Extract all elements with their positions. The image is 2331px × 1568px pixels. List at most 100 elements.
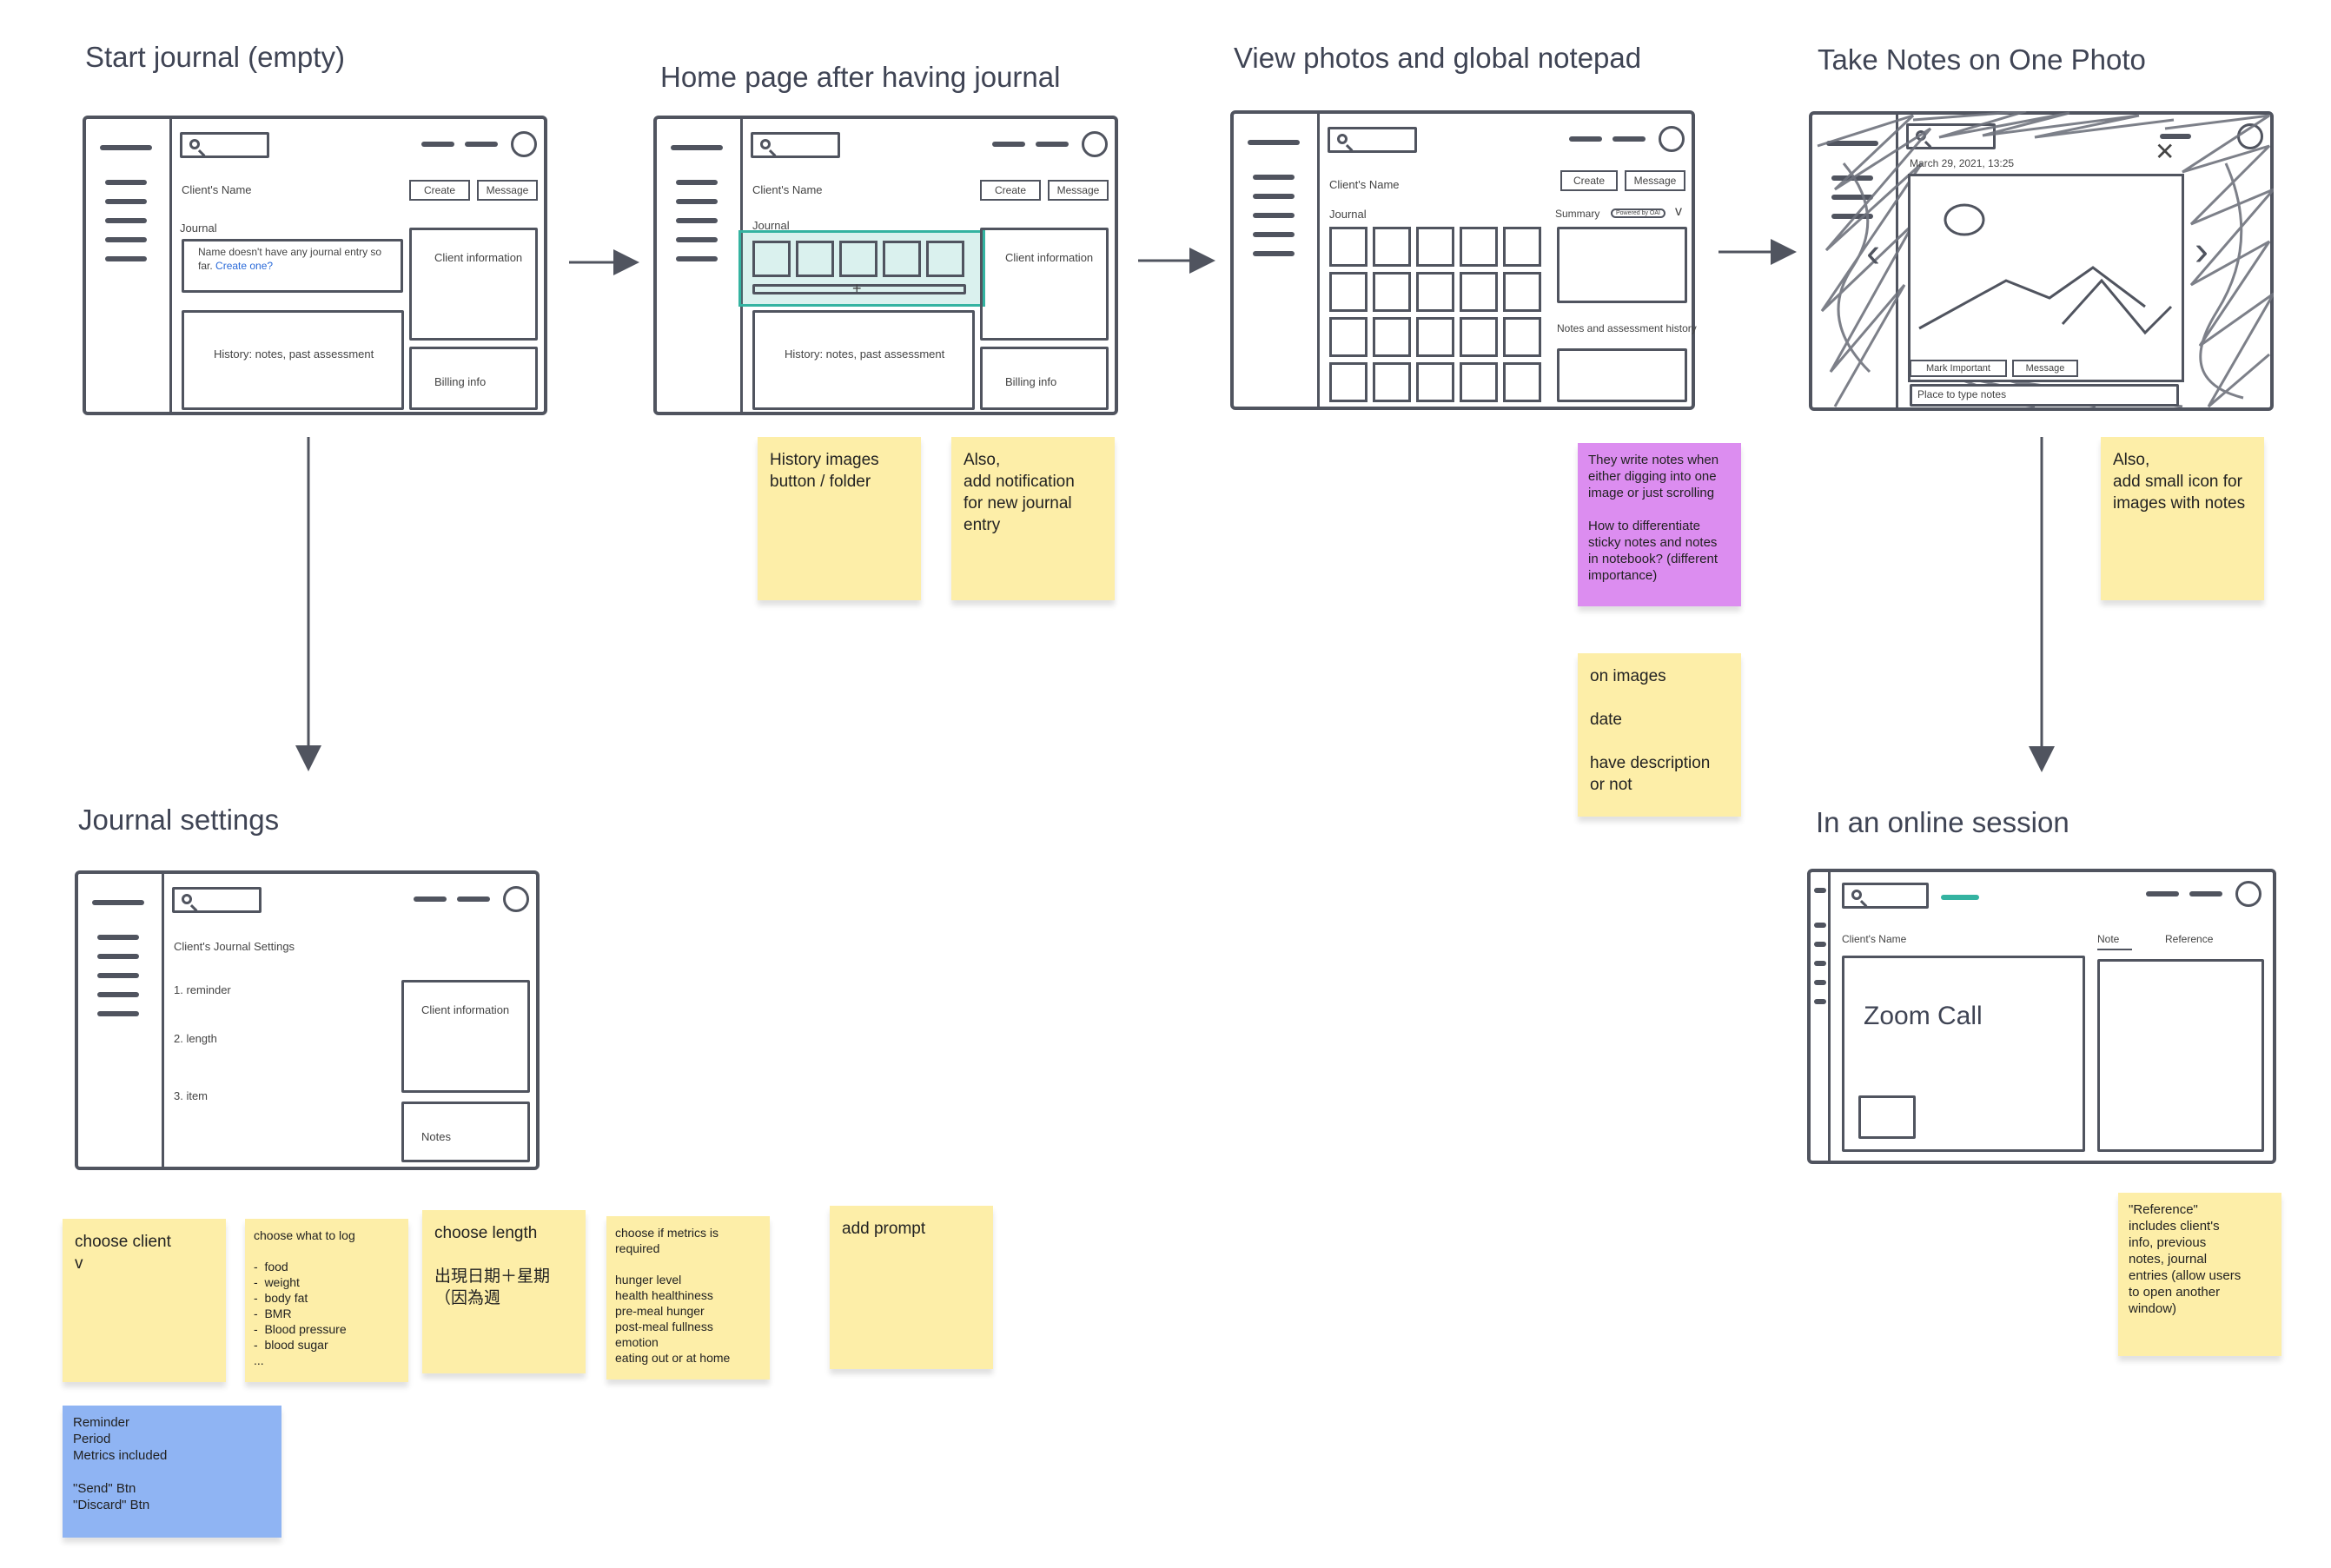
menu-line — [1814, 923, 1826, 928]
avatar[interactable] — [511, 131, 537, 157]
tab-note[interactable]: Note — [2097, 933, 2132, 950]
dash-icon — [2146, 891, 2179, 896]
message-button[interactable]: Message — [477, 180, 538, 201]
chevron-down-icon[interactable]: v — [1675, 204, 1682, 219]
sticky-choose-length: choose length 出現日期＋星期（因為週 — [422, 1210, 586, 1373]
avatar[interactable] — [1082, 131, 1108, 157]
self-view-video — [1858, 1095, 1916, 1139]
message-button[interactable]: Message — [1625, 170, 1685, 191]
summary-panel — [1557, 227, 1687, 303]
menu-line — [105, 180, 147, 185]
sticky-history-images: History images button / folder — [758, 437, 921, 600]
search-icon — [1851, 890, 1862, 900]
create-button[interactable]: Create — [409, 180, 470, 201]
journal-label: Journal — [752, 219, 790, 232]
avatar[interactable] — [503, 886, 529, 912]
sidebar — [657, 119, 743, 412]
sticky-choose-log: choose what to log - food - weight - bod… — [245, 1219, 408, 1382]
dash-icon — [465, 142, 498, 147]
settings-item-reminder[interactable]: 1. reminder — [174, 983, 231, 996]
photo-thumbnail[interactable] — [1373, 317, 1411, 357]
sidebar — [1234, 114, 1320, 407]
avatar[interactable] — [2235, 881, 2261, 907]
menu-line — [671, 145, 723, 150]
sticky-add-prompt: add prompt — [830, 1206, 993, 1369]
photo-thumbnail[interactable] — [1416, 317, 1454, 357]
chevron-right-icon[interactable]: › — [2195, 228, 2208, 275]
create-one-link[interactable]: Create one? — [215, 260, 274, 272]
menu-line — [676, 199, 718, 204]
search-icon — [760, 139, 771, 149]
search-input[interactable] — [751, 132, 840, 158]
create-button[interactable]: Create — [1560, 170, 1618, 191]
wireframe-home-page: Client's Name Create Message Journal + C… — [653, 116, 1118, 415]
history-images-button[interactable]: + — [752, 280, 966, 297]
photo-thumbnail[interactable] — [1503, 227, 1541, 267]
sidebar — [86, 119, 172, 412]
dash-icon — [421, 142, 454, 147]
menu-line — [105, 218, 147, 223]
journal-thumbnail[interactable] — [796, 241, 834, 277]
journal-thumbnail[interactable] — [883, 241, 921, 277]
client-info-panel: Client information — [401, 980, 530, 1093]
client-info-label: Client information — [434, 251, 523, 264]
journal-label: Journal — [1329, 208, 1367, 221]
search-input[interactable] — [1842, 883, 1929, 909]
photo-thumbnail[interactable] — [1460, 227, 1498, 267]
menu-line — [1814, 999, 1826, 1004]
photo-thumbnail[interactable] — [1329, 362, 1367, 402]
search-input[interactable] — [180, 132, 269, 158]
chevron-left-icon[interactable]: ‹ — [1866, 230, 1880, 276]
menu-line — [1814, 980, 1826, 985]
search-input[interactable] — [172, 887, 262, 913]
menu-line — [97, 973, 139, 978]
photo-thumbnail[interactable] — [1416, 272, 1454, 312]
tab-reference[interactable]: Reference — [2165, 933, 2214, 945]
menu-line — [97, 954, 139, 959]
photo-thumbnail[interactable] — [1329, 227, 1367, 267]
settings-item-item[interactable]: 3. item — [174, 1089, 209, 1102]
active-session-indicator — [1941, 895, 1979, 900]
menu-line — [105, 199, 147, 204]
photo-thumbnail[interactable] — [1373, 272, 1411, 312]
notes-placeholder: Place to type notes — [1917, 388, 2007, 400]
settings-item-length[interactable]: 2. length — [174, 1032, 217, 1045]
notes-input[interactable]: Place to type notes — [1910, 384, 2179, 407]
billing-panel: Billing info — [980, 347, 1109, 410]
photo-thumbnail[interactable] — [1416, 227, 1454, 267]
dash-icon — [1569, 136, 1602, 142]
photo-thumbnail[interactable] — [1329, 272, 1367, 312]
dash-icon — [457, 896, 490, 902]
photo-thumbnail[interactable] — [1329, 317, 1367, 357]
photo-thumbnail[interactable] — [1503, 317, 1541, 357]
frame-title-take: Take Notes on One Photo — [1818, 43, 2146, 76]
message-button[interactable]: Message — [1048, 180, 1109, 201]
sticky-notes-question: They write notes when either digging int… — [1578, 443, 1741, 606]
photo-thumbnail[interactable] — [1373, 227, 1411, 267]
menu-line — [1248, 140, 1300, 145]
photo-thumbnail[interactable] — [1503, 272, 1541, 312]
close-icon[interactable]: ✕ — [2155, 138, 2175, 165]
photo-thumbnail[interactable] — [1373, 362, 1411, 402]
photo-thumbnail[interactable] — [1460, 317, 1498, 357]
search-input[interactable] — [1328, 127, 1417, 153]
photo-thumbnail[interactable] — [1460, 272, 1498, 312]
journal-thumbnail[interactable] — [752, 241, 791, 277]
menu-line — [1814, 961, 1826, 966]
frame-title-view: View photos and global notepad — [1234, 42, 1642, 74]
photo-thumbnail[interactable] — [1503, 362, 1541, 402]
frame-title-online: In an online session — [1816, 806, 2069, 838]
message-button[interactable]: Message — [2012, 360, 2078, 377]
avatar[interactable] — [1659, 126, 1685, 152]
notes-panel — [1557, 348, 1687, 402]
photo-thumbnail[interactable] — [1460, 362, 1498, 402]
note-panel — [2097, 959, 2264, 1152]
photo-thumbnail[interactable] — [1416, 362, 1454, 402]
zoom-call-label: Zoom Call — [1864, 1002, 1983, 1030]
journal-thumbnail[interactable] — [926, 241, 964, 277]
client-name: Client's Name — [1842, 933, 1907, 945]
create-button[interactable]: Create — [980, 180, 1041, 201]
mark-important-button[interactable]: Mark Important — [1910, 360, 2007, 377]
journal-thumbnail[interactable] — [839, 241, 877, 277]
